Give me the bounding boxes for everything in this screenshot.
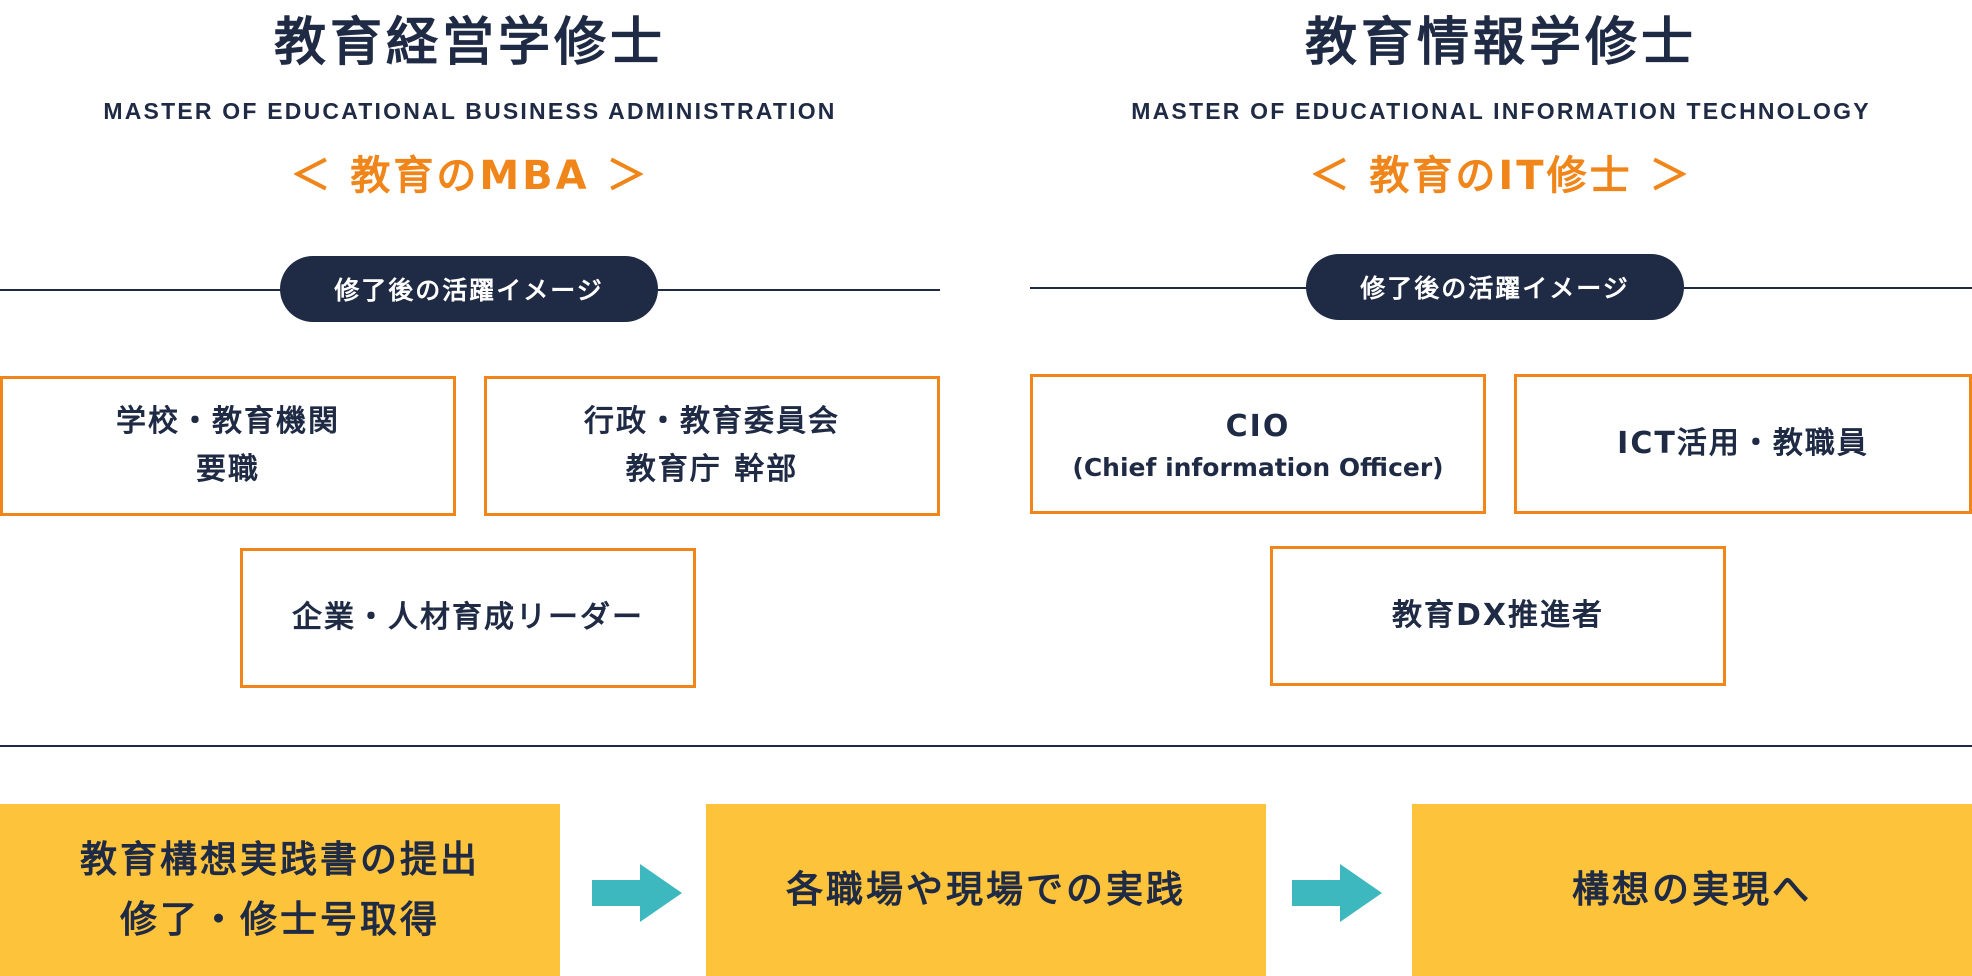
- left-role-school-line2: 要職: [196, 452, 260, 487]
- right-role-dx-promoter: 教育DX推進者: [1270, 546, 1726, 686]
- right-role-cio: CIO (Chief information Officer): [1030, 374, 1486, 514]
- left-subtitle: MASTER OF EDUCATIONAL BUSINESS ADMINISTR…: [103, 98, 837, 124]
- left-tagline: ＜ 教育のMBA ＞: [290, 153, 650, 199]
- left-role-administration-line1: 行政・教育委員会: [584, 404, 840, 439]
- left-role-school: 学校・教育機関 要職: [0, 376, 456, 516]
- flow-step-submission-line1: 教育構想実践書の提出: [80, 838, 480, 881]
- flow-step-practice: 各職場や現場での実践: [706, 804, 1266, 976]
- right-pill-career-image: 修了後の活躍イメージ: [1306, 254, 1684, 320]
- right-tagline: ＜ 教育のIT修士 ＞: [1309, 153, 1693, 199]
- flow-step-realization: 構想の実現へ: [1412, 804, 1972, 976]
- right-role-ict-teacher: ICT活用・教職員: [1514, 374, 1972, 514]
- right-role-cio-line1: CIO: [1225, 409, 1291, 444]
- left-role-school-line1: 学校・教育機関: [116, 404, 340, 439]
- flow-step-practice-line1: 各職場や現場での実践: [786, 868, 1186, 911]
- right-subtitle: MASTER OF EDUCATIONAL INFORMATION TECHNO…: [1131, 98, 1871, 124]
- flow-step-realization-line1: 構想の実現へ: [1572, 868, 1812, 911]
- flow-step-submission: 教育構想実践書の提出 修了・修士号取得: [0, 804, 560, 976]
- right-role-dx-promoter-line1: 教育DX推進者: [1391, 598, 1605, 633]
- section-divider: [0, 745, 1972, 747]
- flow-step-submission-line2: 修了・修士号取得: [120, 898, 440, 941]
- right-role-cio-line2: (Chief information Officer): [1072, 453, 1444, 482]
- arrow-right-icon: [592, 864, 682, 922]
- arrow-right-icon: [1292, 864, 1382, 922]
- right-title: 教育情報学修士: [1304, 13, 1697, 73]
- left-pill-career-image: 修了後の活躍イメージ: [280, 256, 658, 322]
- left-title: 教育経営学修士: [273, 13, 666, 73]
- right-role-ict-teacher-line1: ICT活用・教職員: [1617, 426, 1869, 461]
- left-role-corporate-line1: 企業・人材育成リーダー: [292, 600, 644, 635]
- left-role-administration: 行政・教育委員会 教育庁 幹部: [484, 376, 940, 516]
- left-role-administration-line2: 教育庁 幹部: [625, 452, 799, 487]
- left-role-corporate: 企業・人材育成リーダー: [240, 548, 696, 688]
